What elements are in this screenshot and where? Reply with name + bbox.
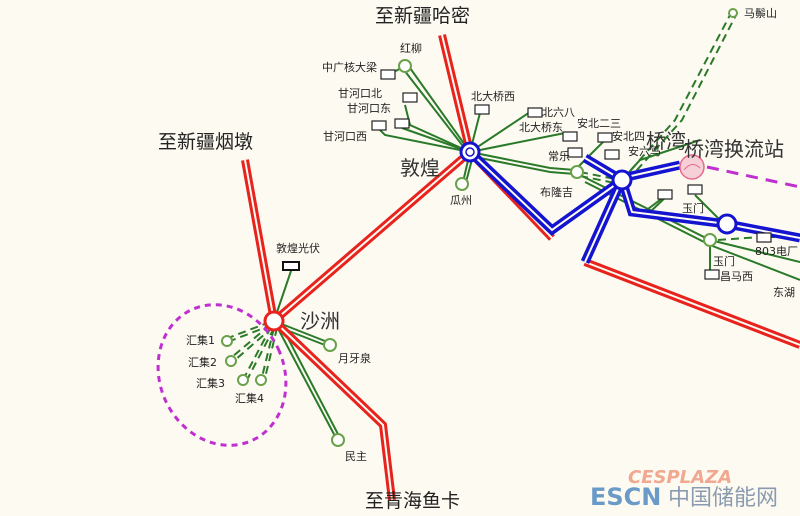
label-beiliuba: 北六八 (542, 106, 575, 119)
label-dunhuang: 敦煌 (400, 156, 440, 180)
label-beidaqiao-xi: 北大桥西 (471, 89, 515, 103)
label-to-yuka: 至青海鱼卡 (365, 490, 460, 512)
lines-750kv (241, 34, 800, 501)
plant-boxes (282, 69, 772, 280)
label-bulongji: 布隆吉 (540, 185, 573, 199)
label-ganhekou-xi: 甘河口西 (323, 130, 367, 143)
dunhuang-node (459, 141, 481, 163)
label-to-hami: 至新疆哈密 (375, 5, 470, 27)
label-huiji3: 汇集3 (196, 376, 225, 390)
feeders-shazhou (227, 267, 341, 439)
yumen-node (716, 213, 738, 235)
label-changmaxi: 昌马西 (720, 270, 753, 283)
lines-dc (466, 148, 800, 264)
label-beidaqiao-dong: 北大桥东 (519, 120, 563, 134)
label-yumen1: 玉门 (682, 201, 704, 215)
label-to-yandun: 至新疆烟墩 (158, 131, 253, 153)
substation-rings (221, 59, 717, 447)
label-zhongguang: 中广核大梁 (322, 60, 377, 74)
label-dunhuang-pv: 敦煌光伏 (276, 241, 320, 255)
label-changle: 常乐 (548, 150, 570, 163)
label-anbei23: 安北二三 (577, 116, 621, 130)
label-mazongshan: 马鬃山 (744, 6, 777, 20)
label-yumen2: 玉门 (713, 254, 735, 268)
label-qiaowan-converter: 桥湾换流站 (684, 137, 784, 161)
label-hongliu: 红柳 (400, 41, 422, 55)
watermark-sub: CESPLAZA (628, 467, 732, 488)
label-803: 803电厂 (755, 245, 798, 258)
label-minzhu: 民主 (345, 450, 367, 463)
label-qiaowan: 桥湾 (646, 129, 686, 153)
label-huiji1: 汇集1 (186, 333, 215, 347)
label-huiji2: 汇集2 (188, 355, 217, 369)
label-anbei4: 安北四 (612, 129, 645, 143)
watermark-text: 中国储能网 (668, 486, 778, 511)
label-huiji4: 汇集4 (235, 391, 264, 405)
label-shazhou: 沙洲 (300, 309, 340, 333)
collection-area-boundary (156, 303, 288, 447)
pv-plant-icon (282, 261, 300, 271)
label-donghu: 东湖 (773, 286, 795, 299)
converter-station-icon (679, 154, 705, 180)
dc-line-magenta (706, 165, 800, 189)
watermark-logo: ESCN (590, 483, 661, 511)
label-ganhekou-dong: 甘河口东 (347, 102, 391, 115)
label-anliuma: 安六马 (628, 144, 661, 158)
label-ganhekou-bei: 甘河口北 (338, 87, 382, 100)
shazhou-node (263, 310, 285, 332)
label-guazhou: 瓜州 (450, 194, 472, 207)
qiaowan-node (611, 169, 633, 191)
label-yueyaquan: 月牙泉 (338, 351, 371, 365)
